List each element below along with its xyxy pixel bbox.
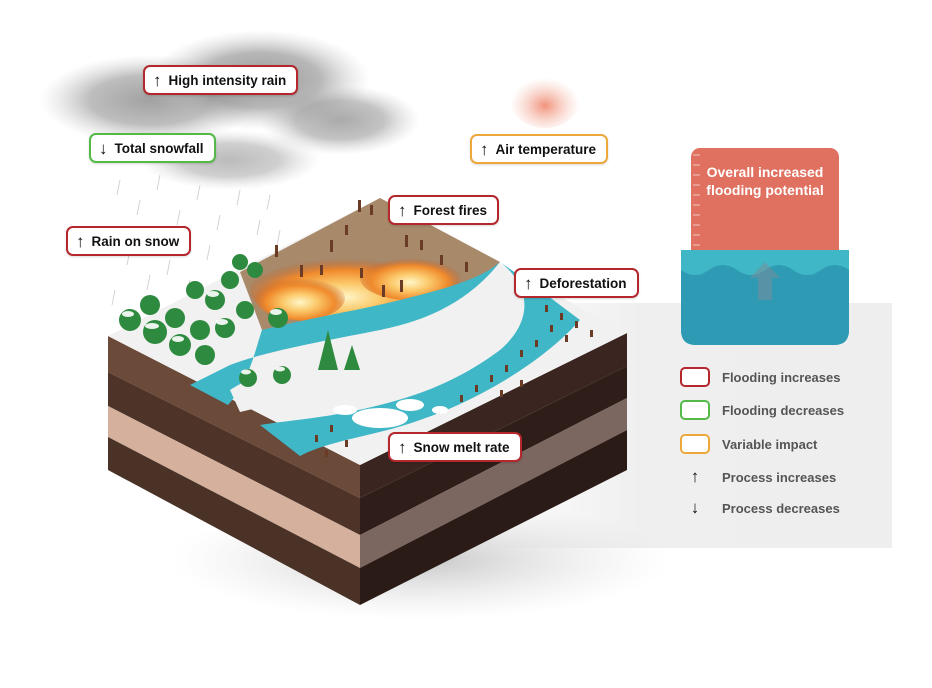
up-arrow-icon: ↑ [524, 273, 533, 293]
up-arrow-icon: ↑ [480, 139, 489, 159]
label-forest-fires: ↑ Forest fires [388, 195, 500, 225]
label-deforestation: ↑ Deforestation [514, 268, 639, 298]
rain-streaks [111, 174, 281, 306]
up-arrow-icon: ↑ [398, 200, 407, 220]
legend-process-increases: ↑ Process increases [680, 465, 836, 489]
rain-cloud [40, 30, 420, 190]
label-text: Rain on snow [91, 233, 180, 249]
up-arrow-icon: ↑ [398, 437, 407, 457]
label-text: High intensity rain [168, 72, 287, 88]
legend-swatch-red [680, 367, 710, 387]
forest-trees [119, 254, 360, 387]
legend-flooding-decreases: Flooding decreases [680, 398, 844, 422]
stumps [275, 200, 593, 457]
up-arrow-icon: ↑ [153, 70, 162, 90]
label-total-snowfall: ↓ Total snowfall [89, 133, 216, 163]
up-arrow-icon: ↑ [76, 231, 85, 251]
river [260, 262, 580, 456]
overall-flooding-box [681, 148, 849, 345]
label-rain-on-snow: ↑ Rain on snow [66, 226, 192, 256]
legend-process-decreases: ↓ Process decreases [680, 496, 840, 520]
legend-variable-impact: Variable impact [680, 432, 817, 456]
label-air-temperature: ↑ Air temperature [470, 134, 609, 164]
label-text: Forest fires [413, 202, 488, 218]
overall-flooding-text: Overall increased flooding potential [706, 164, 824, 198]
legend-label: Flooding increases [722, 369, 841, 385]
legend-label: Variable impact [722, 436, 818, 452]
legend-label: Process increases [722, 469, 837, 485]
legend-swatch-green [680, 400, 710, 420]
label-snow-melt-rate: ↑ Snow melt rate [388, 432, 522, 462]
down-arrow-icon: ↓ [690, 498, 700, 517]
label-text: Snow melt rate [413, 439, 510, 455]
heat-haze [510, 72, 580, 128]
block-left-face [108, 336, 360, 605]
legend-swatch-orange [680, 434, 710, 454]
down-arrow-icon: ↓ [99, 138, 108, 158]
label-text: Total snowfall [114, 140, 204, 156]
legend-flooding-increases: Flooding increases [680, 365, 840, 389]
label-high-intensity-rain: ↑ High intensity rain [143, 65, 299, 95]
up-arrow-icon: ↑ [690, 467, 700, 486]
snow-island [230, 363, 365, 412]
label-text: Air temperature [495, 141, 597, 157]
label-text: Deforestation [539, 275, 627, 291]
legend-label: Process decreases [722, 500, 840, 516]
legend-label: Flooding decreases [722, 402, 845, 418]
